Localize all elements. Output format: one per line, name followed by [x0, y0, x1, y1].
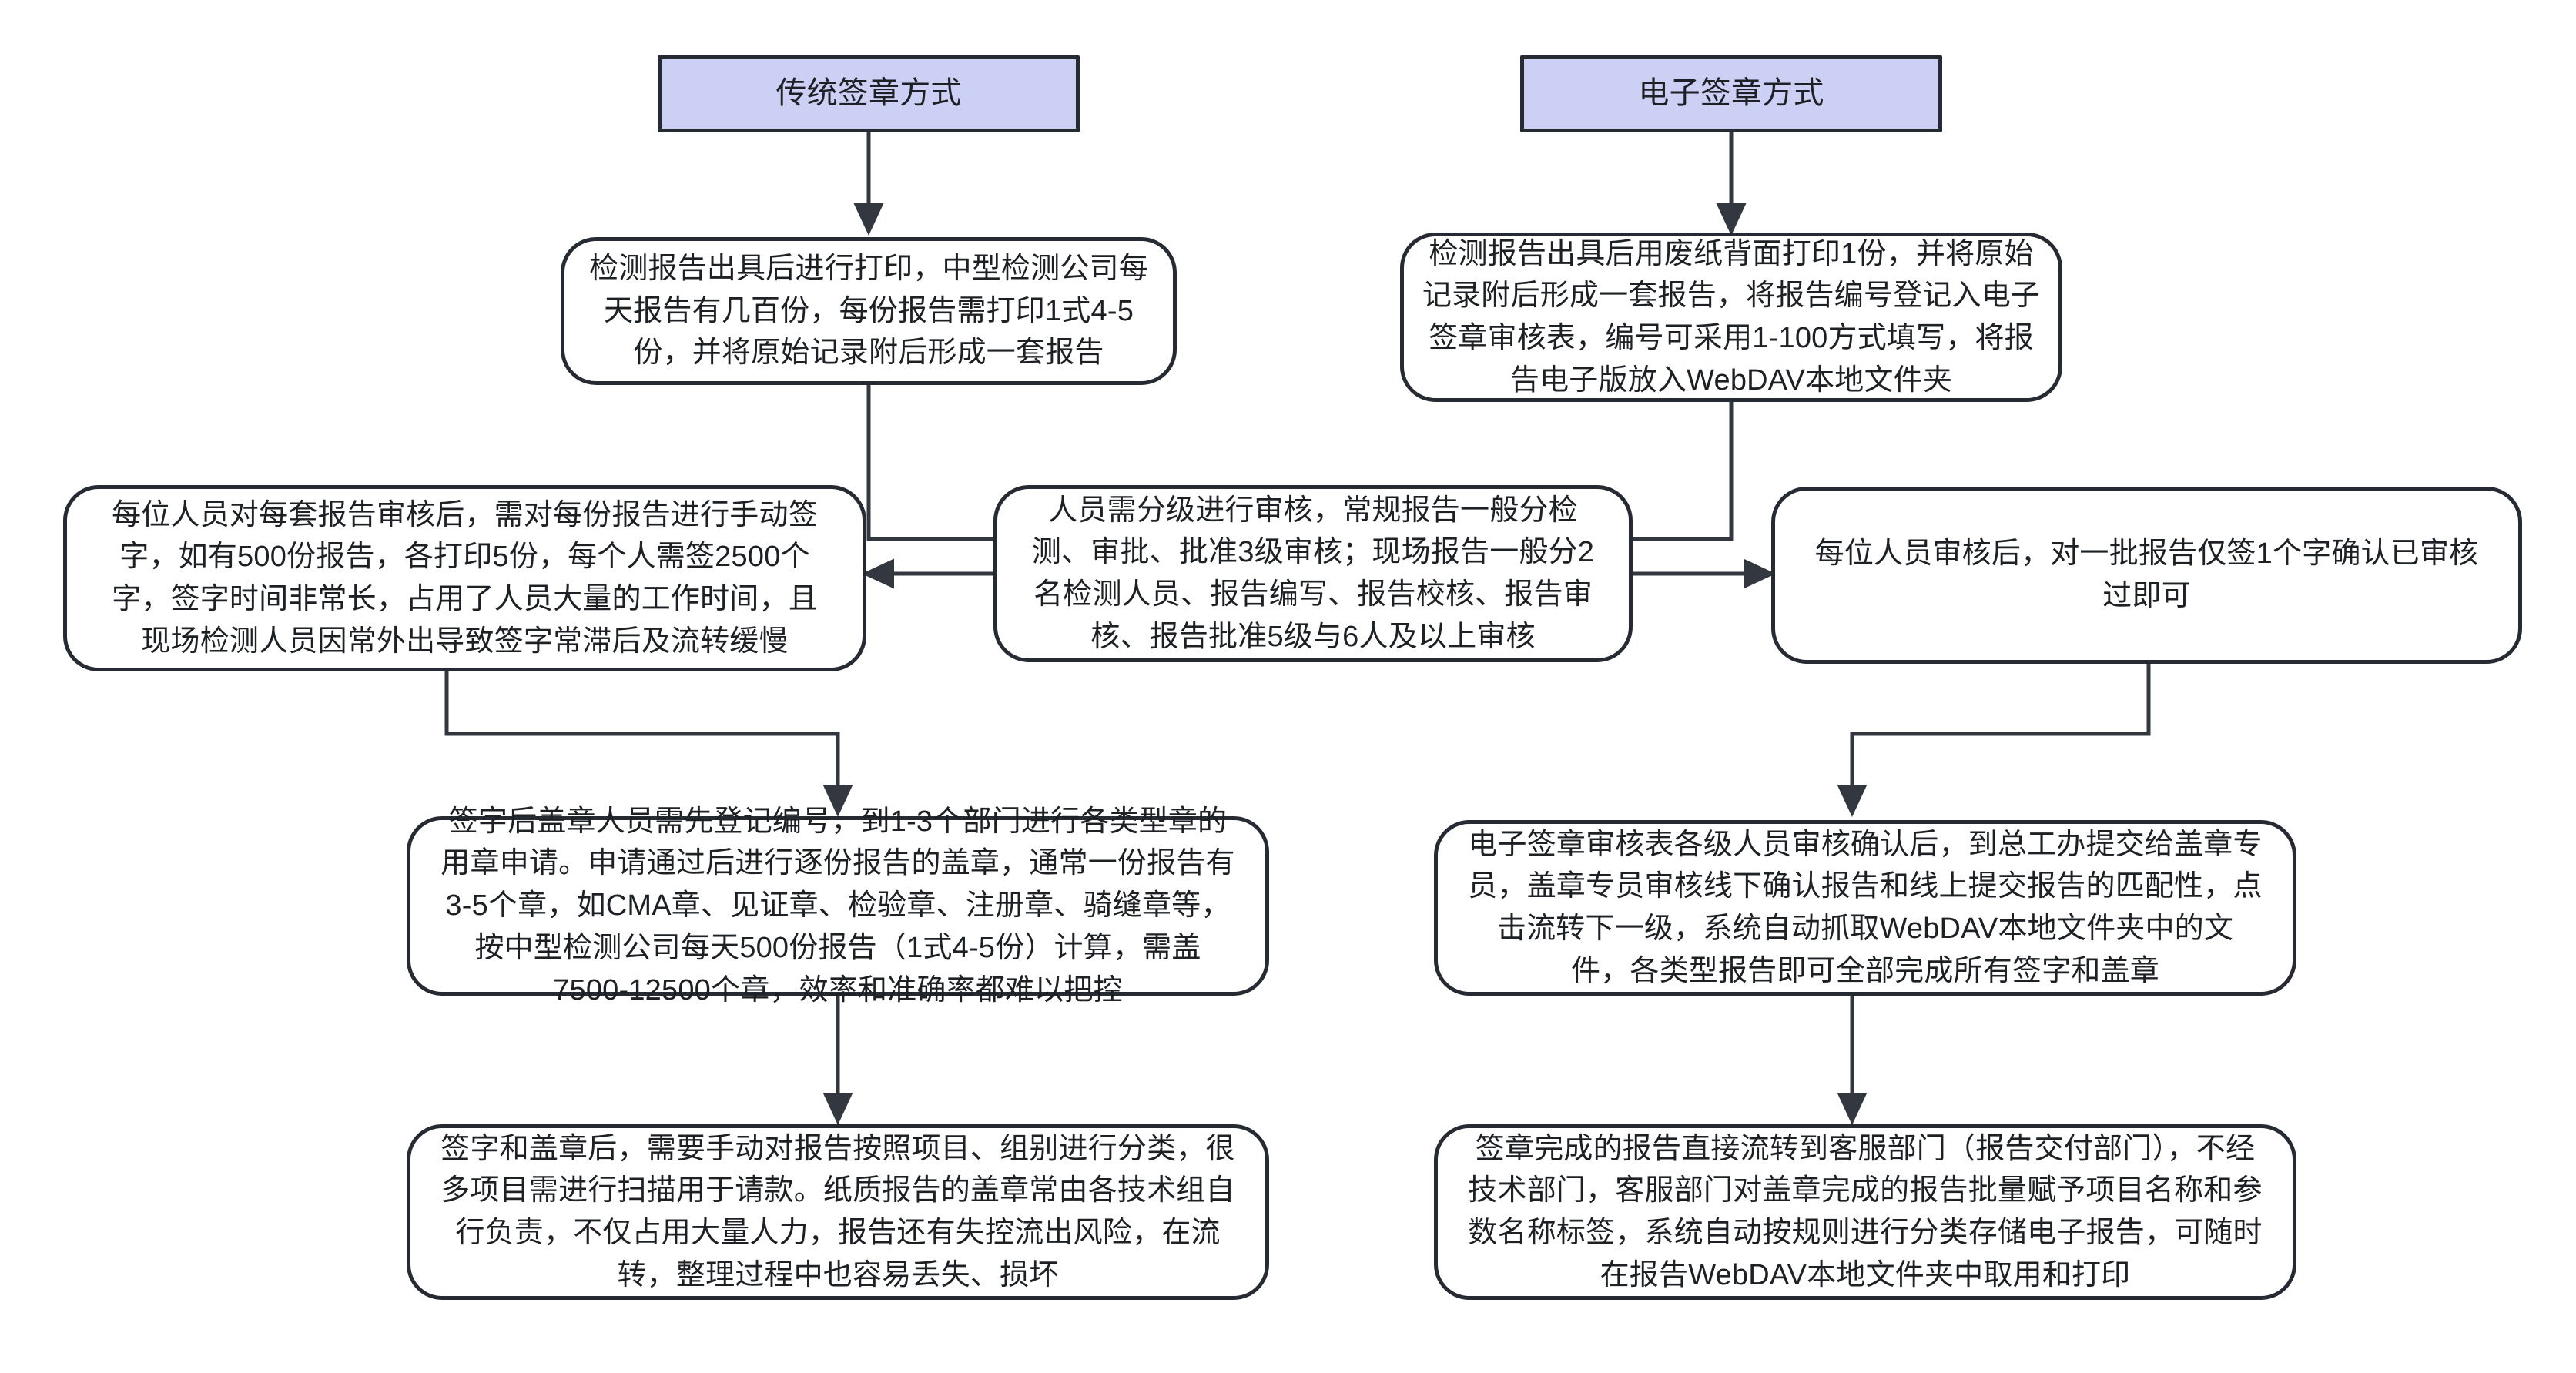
node-traditional-print[interactable]: 检测报告出具后进行打印，中型检测公司每 天报告有几百份，每份报告需打印1式4-5… [561, 237, 1177, 385]
node-electronic-print[interactable]: 检测报告出具后用废纸背面打印1份，并将原始 记录附后形成一套报告，将报告编号登记… [1400, 233, 2062, 402]
node-review-levels[interactable]: 人员需分级进行审核，常规报告一般分检 测、审批、批准3级审核；现场报告一般分2 … [993, 485, 1633, 662]
node-traditional-archive-label: 签字和盖章后，需要手动对报告按照项目、组别进行分类，很 多项目需进行扫描用于请款… [440, 1132, 1235, 1291]
node-electronic-header[interactable]: 电子签章方式 [1520, 55, 1942, 132]
edge-trad-sign-to-stamp [444, 671, 853, 818]
node-traditional-sign-label: 每位人员对每套报告审核后，需对每份报告进行手动签 字，如有500份报告，各打印5… [112, 498, 818, 658]
node-electronic-header-label: 电子签章方式 [1638, 76, 1824, 111]
node-electronic-print-label: 检测报告出具后用废纸背面打印1份，并将原始 记录附后形成一套报告，将报告编号登记… [1422, 237, 2041, 397]
node-electronic-stamp[interactable]: 电子签章审核表各级人员审核确认后，到总工办提交给盖章专 员，盖章专员审核线下确认… [1434, 820, 2296, 996]
node-traditional-header[interactable]: 传统签章方式 [658, 55, 1080, 132]
node-traditional-sign[interactable]: 每位人员对每套报告审核后，需对每份报告进行手动签 字，如有500份报告，各打印5… [63, 485, 866, 671]
node-electronic-archive[interactable]: 签章完成的报告直接流转到客服部门（报告交付部门），不经 技术部门，客服部门对盖章… [1434, 1124, 2296, 1300]
node-electronic-sign-label: 每位人员审核后，对一批报告仅签1个字确认已审核 过即可 [1814, 537, 2479, 612]
node-electronic-archive-label: 签章完成的报告直接流转到客服部门（报告交付部门），不经 技术部门，客服部门对盖章… [1468, 1132, 2263, 1291]
node-electronic-sign[interactable]: 每位人员审核后，对一批报告仅签1个字确认已审核 过即可 [1771, 487, 2522, 664]
node-traditional-stamp-label: 签字后盖章人员需先登记编号，到1-3个部门进行各类型章的 用章申请。申请通过后进… [440, 805, 1235, 1006]
edge-elec-sign-to-stamp [1837, 664, 2151, 818]
node-traditional-archive[interactable]: 签字和盖章后，需要手动对报告按照项目、组别进行分类，很 多项目需进行扫描用于请款… [407, 1124, 1269, 1300]
node-traditional-stamp[interactable]: 签字后盖章人员需先登记编号，到1-3个部门进行各类型章的 用章申请。申请通过后进… [407, 805, 1269, 1006]
node-traditional-header-label: 传统签章方式 [775, 76, 962, 111]
node-review-levels-label: 人员需分级进行审核，常规报告一般分检 测、审批、批准3级审核；现场报告一般分2 … [1031, 494, 1595, 653]
node-traditional-print-label: 检测报告出具后进行打印，中型检测公司每 天报告有几百份，每份报告需打印1式4-5… [589, 252, 1148, 370]
node-electronic-stamp-label: 电子签章审核表各级人员审核确认后，到总工办提交给盖章专 员，盖章专员审核线下确认… [1468, 828, 2263, 987]
